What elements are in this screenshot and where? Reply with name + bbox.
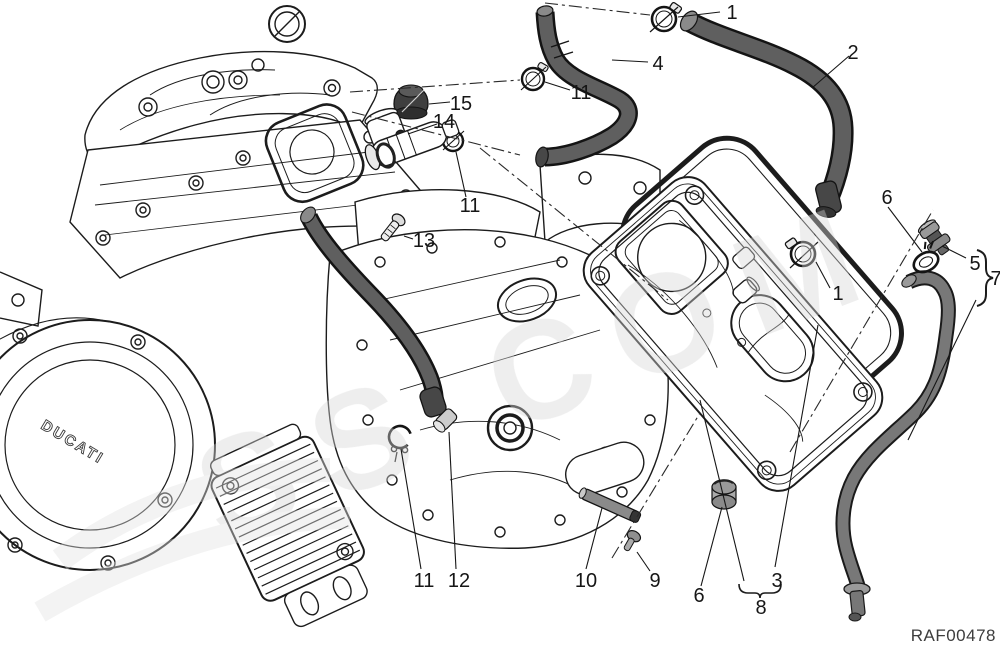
callout-label: 12 — [448, 570, 470, 592]
small-parts — [364, 1, 951, 552]
breather-valve-14 — [364, 107, 460, 171]
breather-hose-4 — [535, 5, 638, 168]
callout-label: 13 — [413, 230, 435, 252]
callout-label: 15 — [450, 93, 472, 115]
hose-clamp-11-a — [520, 62, 549, 92]
screw-9 — [623, 530, 642, 552]
union-12 — [433, 408, 458, 433]
callout-label: 4 — [652, 53, 663, 75]
callout-label: 7 — [990, 268, 1000, 290]
callout-label: 10 — [575, 570, 597, 592]
screw-13 — [380, 213, 406, 242]
callout-label: 8 — [755, 597, 766, 619]
leader-lines — [349, 2, 994, 599]
oil-filler-cap — [268, 5, 306, 43]
callout-label: 11 — [414, 570, 435, 592]
dowel-pin-10 — [578, 487, 642, 523]
callout-label: 14 — [433, 111, 455, 133]
callout-label: 1 — [832, 283, 843, 305]
engine-line-art: DUCATI — [0, 5, 669, 628]
airbox-assembly — [582, 135, 904, 492]
crankcase — [325, 229, 669, 549]
callout-label: 6 — [881, 187, 892, 209]
clutch-cover: DUCATI — [0, 317, 216, 571]
circlip-11-c — [387, 424, 413, 463]
callout-label: 11 — [460, 195, 481, 217]
callout-label: 9 — [649, 570, 660, 592]
breather-hose-2 — [679, 10, 854, 218]
airbox-bottom-plate — [582, 176, 884, 492]
breather-hose-middle — [300, 206, 447, 418]
plate-opening-square — [614, 199, 729, 315]
bracket-8 — [738, 583, 782, 599]
grommet-6-lower — [711, 479, 737, 510]
hoses — [300, 5, 956, 622]
plate-stud — [732, 246, 756, 270]
intake-port-ring — [264, 103, 365, 204]
callout-label: 2 — [847, 42, 858, 64]
cylinder-head — [69, 103, 421, 279]
valve-5 — [917, 219, 951, 256]
drain-hose-7 — [835, 270, 956, 622]
reference-code: RAF00478 — [911, 626, 996, 645]
callout-label: 5 — [969, 253, 980, 275]
engine-bracket — [0, 271, 43, 327]
valve-cover — [84, 5, 378, 166]
hose-clamp-1-mid — [784, 237, 819, 269]
callout-label: 11 — [571, 82, 592, 104]
rubber-cap-15 — [393, 84, 429, 120]
hose-clamp-1-top — [649, 1, 683, 33]
oil-cooler — [209, 423, 368, 628]
callout-label: 3 — [771, 570, 782, 592]
callout-label: 1 — [726, 2, 737, 24]
callout-label: 6 — [693, 585, 704, 607]
brace-7 — [976, 249, 994, 307]
plate-hose-stub — [732, 278, 758, 304]
clip-clamp-6-upper — [912, 240, 940, 274]
